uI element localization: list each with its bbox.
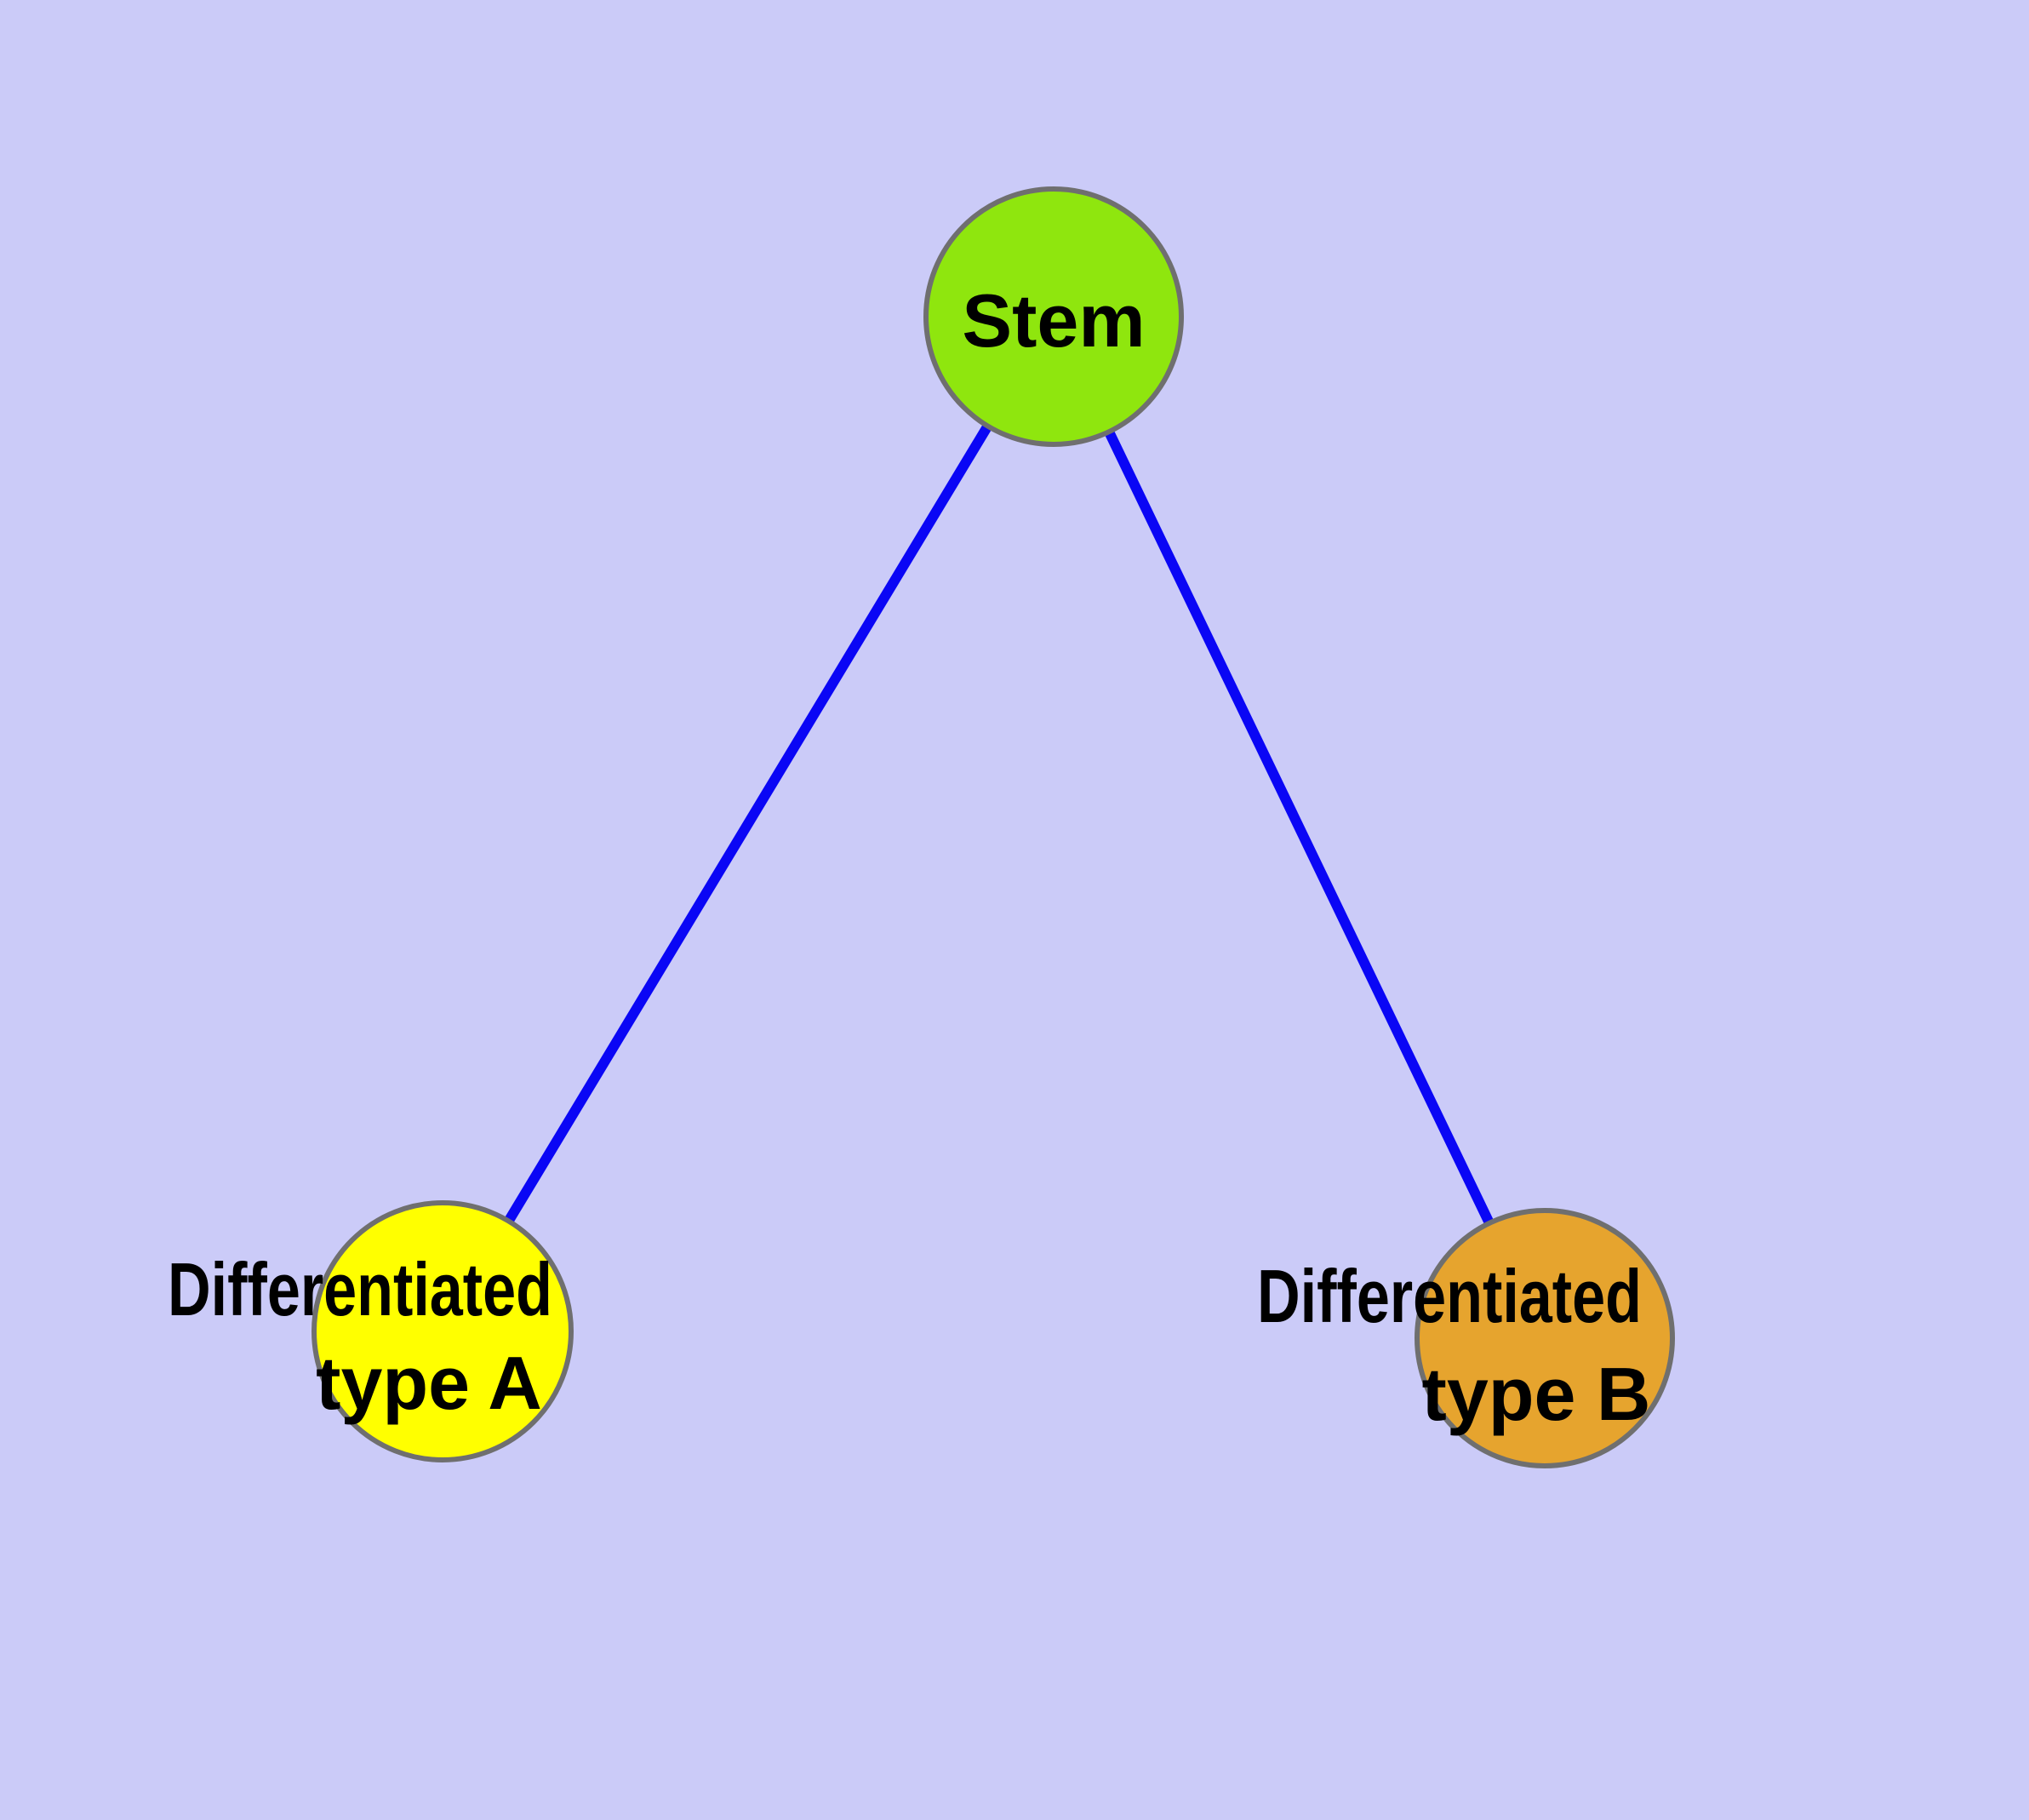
node-differentiated-type-a-label-line1: Differentiated xyxy=(168,1247,552,1331)
node-differentiated-type-b-label-line1: Differentiated xyxy=(1257,1254,1642,1338)
node-differentiated-type-b-circle xyxy=(1415,1208,1675,1468)
edge-stem-to-type-b xyxy=(1049,312,1550,1343)
node-stem-circle xyxy=(923,186,1184,447)
node-stem-label: Stem xyxy=(962,278,1145,363)
node-differentiated-type-b-label-line2: type B xyxy=(1422,1352,1651,1436)
node-differentiated-type-a-label-line2: type A xyxy=(316,1341,542,1425)
node-differentiated-type-a-circle xyxy=(311,1200,574,1462)
edge-stem-to-type-a xyxy=(437,312,1059,1336)
